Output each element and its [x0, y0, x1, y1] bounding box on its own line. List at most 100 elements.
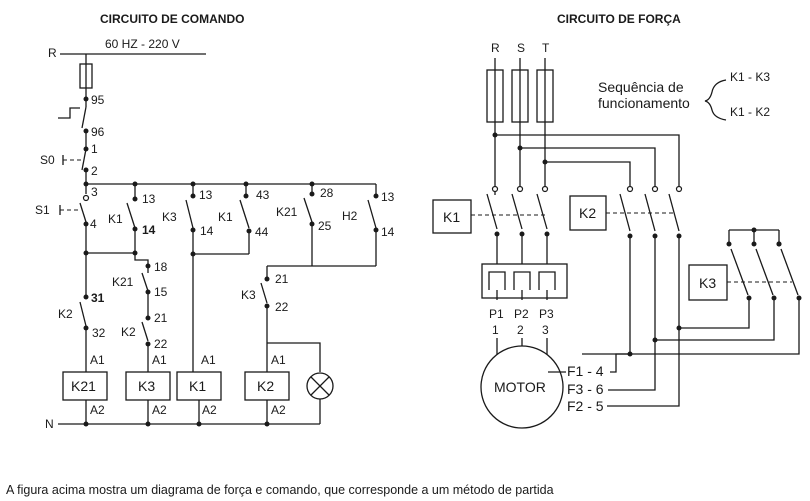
sequence-label-1: Sequência de: [598, 79, 684, 95]
svg-text:A2: A2: [90, 403, 105, 417]
motor-output-f1-4: F1 - 4: [567, 363, 604, 379]
sequence-label-2: funcionamento: [598, 95, 690, 111]
terminal-14-k3: 14: [200, 224, 214, 238]
contact-k2-label: K2: [58, 307, 73, 321]
motor-terminal-3: 3: [542, 323, 549, 337]
contactor-k2-label: K2: [579, 205, 596, 221]
coil-k2-label: K2: [257, 378, 274, 394]
terminal-31: 31: [91, 291, 105, 305]
contact-k3-label: K3: [162, 210, 177, 224]
svg-text:A2: A2: [202, 403, 217, 417]
thermal-relay-symbol: [58, 107, 80, 119]
line-n-label: N: [45, 417, 54, 431]
terminal-32: 32: [92, 326, 106, 340]
figure-caption: A figura acima mostra um diagrama de for…: [6, 483, 554, 497]
terminal-43: 43: [256, 188, 270, 202]
terminal-3: 3: [91, 185, 98, 199]
k3-contact: [185, 199, 194, 229]
contactor-k1-label: K1: [443, 209, 460, 225]
overload-p1: P1: [489, 307, 504, 321]
overload-contact: [81, 106, 87, 129]
h2-contact: [367, 199, 377, 229]
terminal-13-k1: 13: [142, 192, 156, 206]
contactor-k1: [432, 199, 472, 234]
k2-contact-31-32: [79, 301, 87, 327]
terminal-15: 15: [154, 285, 168, 299]
terminal-44: 44: [255, 225, 269, 239]
contact-k1-label: K1: [108, 212, 123, 226]
contact-k21-b-label: K21: [112, 275, 134, 289]
k21-contact-15-18: [141, 272, 149, 292]
k1-seal-contact: [126, 202, 136, 229]
terminal-22-k2: 22: [154, 337, 168, 351]
k1-main-contact-1: [486, 193, 498, 230]
svg-text:A2: A2: [152, 403, 167, 417]
terminal-95: 95: [91, 93, 105, 107]
contact-h2-label: H2: [342, 209, 358, 223]
contact-k3-b-label: K3: [241, 288, 256, 302]
terminal-13-h2: 13: [381, 190, 395, 204]
coil-k1: [176, 371, 222, 401]
supply-label: 60 HZ - 220 V: [105, 37, 180, 51]
terminal-21-k3: 21: [275, 272, 289, 286]
k21-contact-28-25: [303, 197, 313, 223]
command-circuit-title: CIRCUITO DE COMANDO: [100, 12, 244, 26]
motor-label: MOTOR: [494, 379, 546, 395]
motor-output-f3-6: F3 - 6: [567, 381, 604, 397]
coil-k21: [62, 371, 108, 401]
k3-star-contact-3: [780, 248, 799, 296]
k3-star-contact-2: [755, 248, 774, 296]
contact-k1-b-label: K1: [218, 210, 233, 224]
phase-s-label: S: [517, 41, 525, 55]
coil-k1-label: K1: [189, 378, 206, 394]
terminal-14-k1: 14: [142, 223, 156, 237]
coil-k3-label: K3: [138, 378, 155, 394]
terminal-28: 28: [320, 186, 334, 200]
terminal-14-h2: 14: [381, 225, 395, 239]
power-circuit-title: CIRCUITO DE FORÇA: [557, 12, 681, 26]
k1-main-contact-3: [536, 193, 548, 230]
phase-t-label: T: [542, 41, 550, 55]
contactor-k3: [688, 264, 728, 301]
k2-main-contact-3: [668, 193, 680, 232]
k3-contact-21-22: [260, 282, 268, 304]
svg-text:A1: A1: [152, 353, 167, 367]
motor-icon: [480, 345, 564, 429]
overload-p3: P3: [539, 307, 554, 321]
motor-terminal-1: 1: [492, 323, 499, 337]
phase-r-label: R: [491, 41, 500, 55]
switch-s1-label: S1: [35, 203, 50, 217]
contact-k21-label: K21: [276, 205, 298, 219]
svg-text:A2: A2: [271, 403, 286, 417]
coil-k2: [244, 371, 290, 401]
terminal-18: 18: [154, 260, 168, 274]
svg-text:A1: A1: [201, 353, 216, 367]
terminal-13-k3: 13: [199, 188, 213, 202]
sequence-step-1: K1 - K3: [730, 70, 770, 84]
coil-k3: [125, 371, 171, 401]
svg-text:A1: A1: [271, 353, 286, 367]
svg-text:A1: A1: [90, 353, 105, 367]
k3-star-contact-1: [730, 248, 749, 296]
sequence-brace: [704, 79, 727, 121]
overload-relay: [481, 263, 568, 299]
k2-main-contact-1: [619, 193, 631, 232]
contactor-k2: [569, 195, 607, 231]
overload-p2: P2: [514, 307, 529, 321]
switch-s0-label: S0: [40, 153, 55, 167]
s1-contact: [79, 202, 87, 223]
terminal-1: 1: [91, 142, 98, 156]
contact-k2-b-label: K2: [121, 325, 136, 339]
line-r-label: R: [48, 46, 57, 60]
terminal-22-k3: 22: [275, 300, 289, 314]
terminal-25: 25: [318, 219, 332, 233]
terminal-21-k2: 21: [154, 311, 168, 325]
k2-contact-21-22: [141, 321, 149, 342]
terminal-96: 96: [91, 125, 105, 139]
motor-terminal-2: 2: [517, 323, 524, 337]
k1-contact-43-44: [239, 199, 250, 229]
terminal-4: 4: [90, 217, 97, 231]
terminal-2: 2: [91, 164, 98, 178]
k1-main-contact-2: [511, 193, 523, 230]
